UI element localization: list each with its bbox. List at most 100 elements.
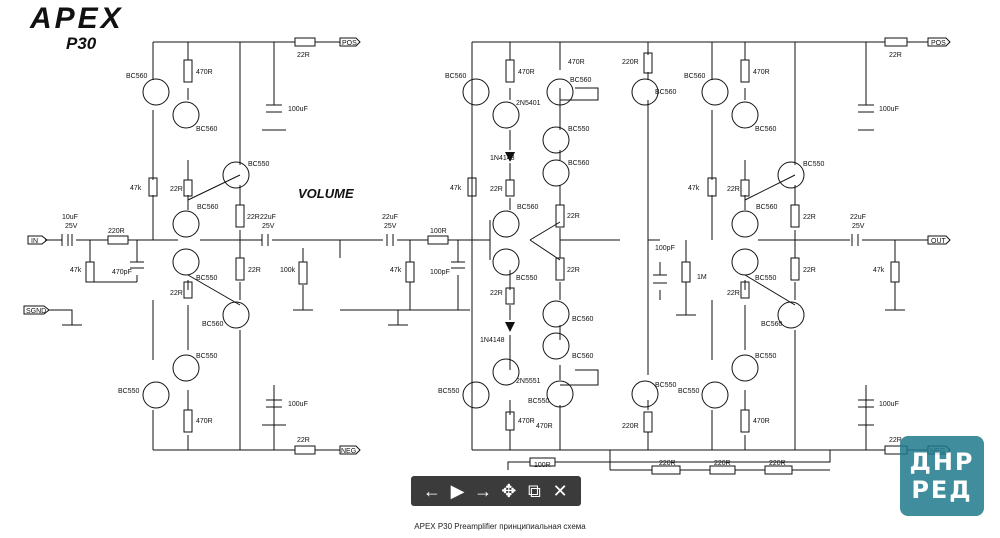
watermark-line2: РЕД [911, 476, 973, 504]
label: BC560 [570, 77, 592, 84]
label: 2N5551 [516, 378, 541, 385]
label: 220R [769, 460, 786, 467]
label: 22R [567, 213, 580, 220]
prev-arrow-icon[interactable]: ← [422, 481, 441, 501]
label: BC550 [528, 398, 550, 405]
label: BC550 [118, 388, 140, 395]
label: BC560 [568, 160, 590, 167]
label: BC560 [655, 89, 677, 96]
next-arrow-icon[interactable]: → [474, 481, 493, 501]
open-external-icon[interactable]: ⧉ [528, 481, 541, 501]
label: 470R [518, 418, 535, 425]
label: BC550 [196, 275, 218, 282]
label: BC550 [516, 275, 538, 282]
label: 100uF [288, 401, 308, 408]
label: 220R [622, 423, 639, 430]
model-text: P30 [66, 34, 97, 53]
label: 22R [727, 186, 740, 193]
watermark-line1: ДНР [909, 448, 975, 476]
components [61, 37, 908, 475]
label: 470R [536, 423, 553, 430]
ports: IN SGND POS NEG POS OUT NEG [23, 37, 951, 455]
label: 100R [534, 462, 551, 469]
label: BC560 [761, 321, 783, 328]
label: 100pF [430, 269, 450, 276]
label: BC550 [196, 353, 218, 360]
label: 470pF [112, 269, 132, 276]
label: 220R [714, 460, 731, 467]
label: 47k [130, 185, 142, 192]
label: BC550 [438, 388, 460, 395]
port-pos-label-right: POS [931, 40, 946, 47]
label: 22uF [382, 214, 398, 221]
label: 470R [753, 418, 770, 425]
label: 10uF [62, 214, 78, 221]
volume-title: VOLUME [298, 186, 354, 201]
label: BC560 [572, 316, 594, 323]
label: BC550 [803, 161, 825, 168]
label: 2N5401 [516, 100, 541, 107]
label: BC550 [755, 275, 777, 282]
label: 25V [852, 223, 865, 230]
label: 22R [803, 214, 816, 221]
label: 22R [490, 186, 503, 193]
label: 22R [248, 267, 261, 274]
image-viewer-toolbar: ← ▶ → ✥ ⧉ ✕ [411, 476, 581, 506]
label: 1M [697, 274, 707, 281]
brand-text: APEX [29, 2, 124, 35]
label: BC560 [572, 353, 594, 360]
label: 220R [108, 228, 125, 235]
label: 22uF [850, 214, 866, 221]
label: 470R [196, 69, 213, 76]
label: 22uF [260, 214, 276, 221]
label: BC560 [756, 204, 778, 211]
port-gnd-label: SGND [26, 308, 46, 315]
close-icon[interactable]: ✕ [552, 481, 568, 501]
label: BC550 [568, 126, 590, 133]
label: BC560 [126, 73, 148, 80]
play-icon[interactable]: ▶ [450, 481, 465, 501]
label: 22R [297, 437, 310, 444]
label: 22R [889, 52, 902, 59]
label: 25V [384, 223, 397, 230]
label: 220R [622, 59, 639, 66]
label: 22R [170, 290, 183, 297]
component-labels: BC560 470R 22R 100uF BC560 BC550 47k 22R… [62, 52, 902, 469]
label: 47k [70, 267, 82, 274]
label: 47k [688, 185, 700, 192]
label: BC560 [202, 321, 224, 328]
label: 100R [430, 228, 447, 235]
label: BC550 [755, 353, 777, 360]
image-caption: APEX P30 Preamplifier принципиальная схе… [414, 522, 586, 531]
label: 22R [567, 267, 580, 274]
label: BC550 [678, 388, 700, 395]
port-out-label: OUT [931, 238, 947, 245]
label: 22R [803, 267, 816, 274]
label: 22R [889, 437, 902, 444]
label: 22R [297, 52, 310, 59]
label: 470R [196, 418, 213, 425]
label: BC550 [248, 161, 270, 168]
wiring [45, 41, 928, 471]
label: BC560 [517, 204, 539, 211]
label: 470R [753, 69, 770, 76]
port-pos-label-left: POS [342, 40, 357, 47]
brand-logo: APEX P30 [29, 2, 124, 53]
label: 100uF [879, 401, 899, 408]
label: 1N4148 [490, 155, 515, 162]
label: 470R [568, 59, 585, 66]
label: BC560 [755, 126, 777, 133]
label: BC560 [197, 204, 219, 211]
label: BC560 [684, 73, 706, 80]
port-neg-label-left: NEG [341, 448, 356, 455]
port-in-label: IN [31, 238, 38, 245]
label: 47k [873, 267, 885, 274]
label: BC550 [655, 382, 677, 389]
label: 1N4148 [480, 337, 505, 344]
site-watermark-logo: ДНР РЕД [900, 436, 984, 516]
label: 47k [450, 185, 462, 192]
label: 100k [280, 267, 296, 274]
label: 100uF [288, 106, 308, 113]
label: 100uF [879, 106, 899, 113]
move-icon[interactable]: ✥ [501, 481, 517, 501]
